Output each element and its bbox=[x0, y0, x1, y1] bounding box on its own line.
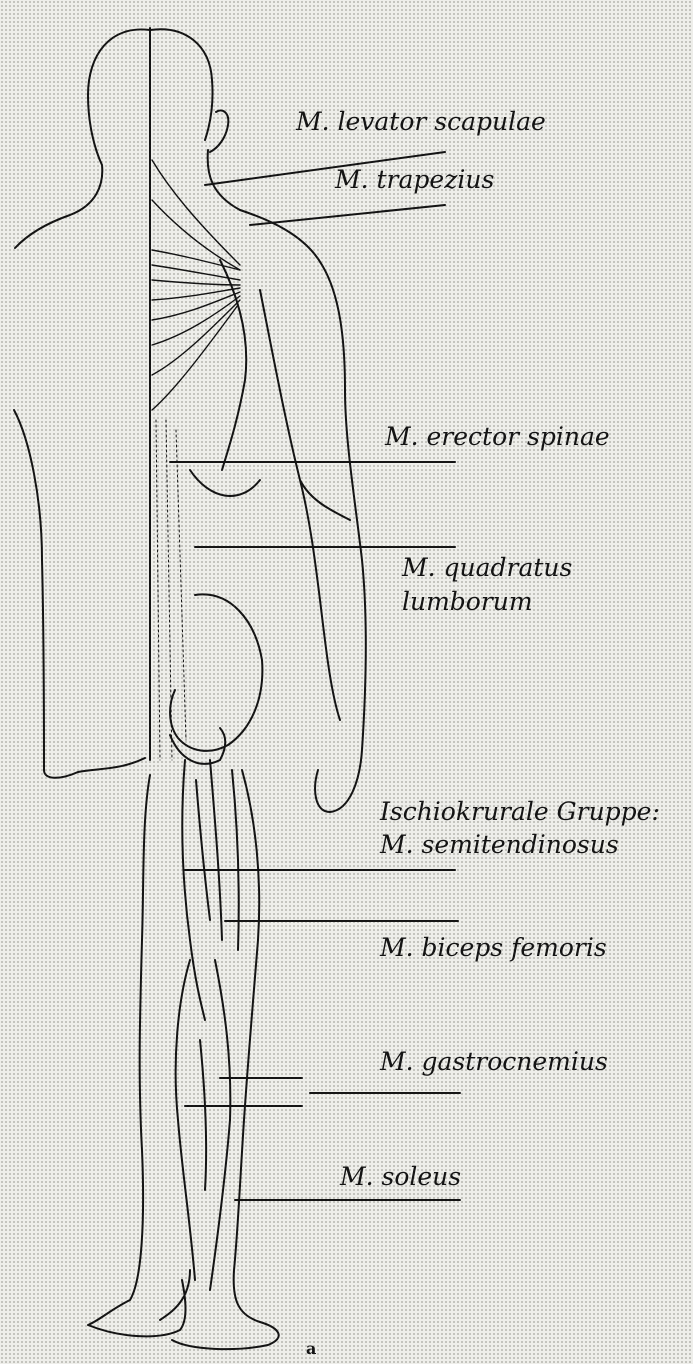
head-outline bbox=[150, 29, 213, 140]
label-trapezius: M. trapezius bbox=[335, 165, 494, 195]
label-quadratus-line1: M. quadratus bbox=[402, 553, 572, 583]
trapezius-fibers bbox=[152, 160, 240, 410]
body-outline bbox=[14, 29, 366, 1349]
pelvis-outline bbox=[170, 594, 262, 750]
label-biceps-femoris: M. biceps femoris bbox=[380, 933, 607, 963]
label-soleus: M. soleus bbox=[340, 1162, 461, 1192]
label-gastrocnemius: M. gastrocnemius bbox=[380, 1047, 608, 1077]
label-quadratus-line2: lumborum bbox=[402, 587, 533, 617]
leader-trapezius bbox=[250, 205, 445, 225]
label-semitendinosus: M. semitendinosus bbox=[380, 830, 619, 860]
label-group-title: Ischiokrurale Gruppe: bbox=[380, 797, 660, 827]
thigh-muscles bbox=[182, 760, 238, 1020]
label-erector-spinae: M. erector spinae bbox=[385, 422, 610, 452]
shoulder-contour bbox=[190, 260, 260, 496]
pelvis-detail bbox=[170, 728, 225, 764]
arm-outline bbox=[260, 290, 350, 720]
figure-letter: a bbox=[306, 1334, 316, 1364]
label-levator-scapulae: M. levator scapulae bbox=[296, 107, 546, 137]
